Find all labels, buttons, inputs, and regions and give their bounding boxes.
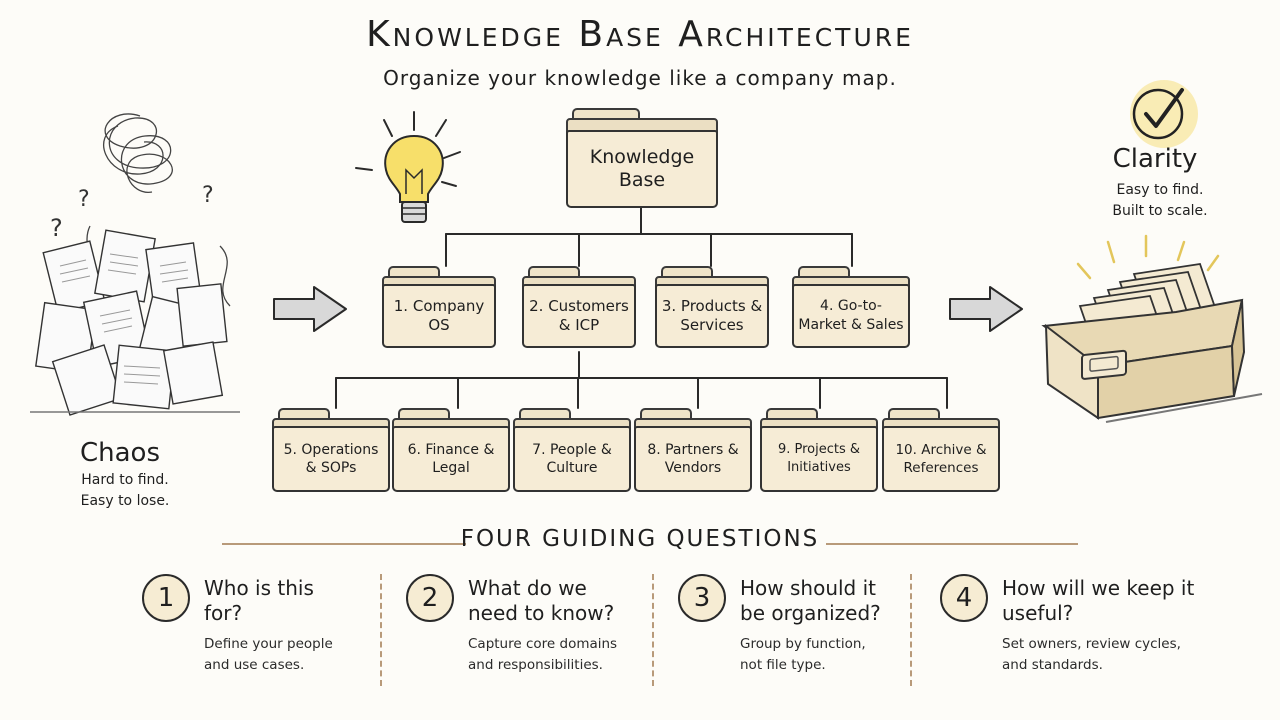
folder-label: 5. Operations & SOPs — [272, 426, 390, 492]
folder-finance-legal[interactable]: 6. Finance & Legal — [392, 408, 510, 492]
folder-label: 4. Go-to-Market & Sales — [792, 284, 910, 348]
folder-label: 1. Company OS — [382, 284, 496, 348]
folder-label: Knowledge Base — [566, 130, 718, 208]
chaos-caption: Hard to find. Easy to lose. — [50, 470, 200, 512]
clarity-title: Clarity — [1112, 144, 1198, 174]
paper-pile-icon: ? ? ? — [30, 113, 240, 416]
arrow-right-icon — [273, 286, 347, 332]
question-separator — [380, 574, 382, 686]
folder-label: 9. Projects & Initiatives — [760, 426, 878, 492]
folder-label: 2. Customers & ICP — [522, 284, 636, 348]
file-drawer-icon — [1041, 234, 1263, 423]
question-title: How should it be organized? — [740, 576, 881, 625]
svg-text:?: ? — [78, 187, 90, 212]
page-subtitle: Organize your knowledge like a company m… — [383, 66, 897, 90]
questions-heading: FOUR GUIDING QUESTIONS — [460, 526, 820, 552]
question-desc: Set owners, review cycles, and standards… — [1002, 636, 1181, 673]
svg-text:?: ? — [50, 214, 63, 242]
question-number: 3 — [678, 574, 726, 622]
arrow-right-icon — [949, 286, 1023, 332]
chaos-line-2: Easy to lose. — [80, 493, 170, 509]
question-desc: Group by function, not file type. — [740, 636, 866, 673]
question-separator — [652, 574, 654, 686]
question-title: What do we need to know? — [468, 576, 615, 625]
folder-customers-icp[interactable]: 2. Customers & ICP — [522, 266, 636, 348]
checkmark-icon — [1130, 80, 1198, 148]
page-title: Knowledge Base Architecture — [366, 14, 914, 55]
question-title: How will we keep it useful? — [1002, 576, 1195, 625]
folder-label: 10. Archive & References — [882, 426, 1000, 492]
question-2: 2 What do we need to know? Capture core … — [406, 568, 656, 688]
question-1: 1 Who is this for? Define your people an… — [142, 568, 392, 688]
folder-partners-vendors[interactable]: 8. Partners & Vendors — [634, 408, 752, 492]
question-desc: Define your people and use cases. — [204, 636, 333, 673]
chaos-title: Chaos — [79, 438, 161, 468]
divider-left — [222, 543, 466, 545]
folder-operations-sops[interactable]: 5. Operations & SOPs — [272, 408, 390, 492]
folder-label: 8. Partners & Vendors — [634, 426, 752, 492]
divider-right — [826, 543, 1078, 545]
folder-projects-initiatives[interactable]: 9. Projects & Initiatives — [760, 408, 878, 492]
question-desc: Capture core domains and responsibilitie… — [468, 636, 618, 673]
clarity-line-1: Easy to find. — [1116, 182, 1204, 198]
folder-label: 7. People & Culture — [513, 426, 631, 492]
question-title: Who is this for? — [204, 576, 314, 625]
folder-knowledge-base[interactable]: Knowledge Base — [566, 108, 718, 208]
question-separator — [910, 574, 912, 686]
folder-archive-references[interactable]: 10. Archive & References — [882, 408, 1000, 492]
folder-company-os[interactable]: 1. Company OS — [382, 266, 496, 348]
clarity-line-2: Built to scale. — [1112, 203, 1208, 219]
folder-people-culture[interactable]: 7. People & Culture — [513, 408, 631, 492]
folder-products-services[interactable]: 3. Products & Services — [655, 266, 769, 348]
svg-text:?: ? — [202, 183, 214, 208]
clarity-caption: Easy to find. Built to scale. — [1080, 180, 1240, 222]
question-3: 3 How should it be organized? Group by f… — [678, 568, 928, 688]
chaos-line-1: Hard to find. — [81, 472, 169, 488]
folder-label: 3. Products & Services — [655, 284, 769, 348]
question-number: 1 — [142, 574, 190, 622]
question-4: 4 How will we keep it useful? Set owners… — [940, 568, 1194, 688]
question-number: 4 — [940, 574, 988, 622]
lightbulb-icon — [355, 111, 461, 223]
folder-go-to-market[interactable]: 4. Go-to-Market & Sales — [792, 266, 910, 348]
question-number: 2 — [406, 574, 454, 622]
folder-label: 6. Finance & Legal — [392, 426, 510, 492]
